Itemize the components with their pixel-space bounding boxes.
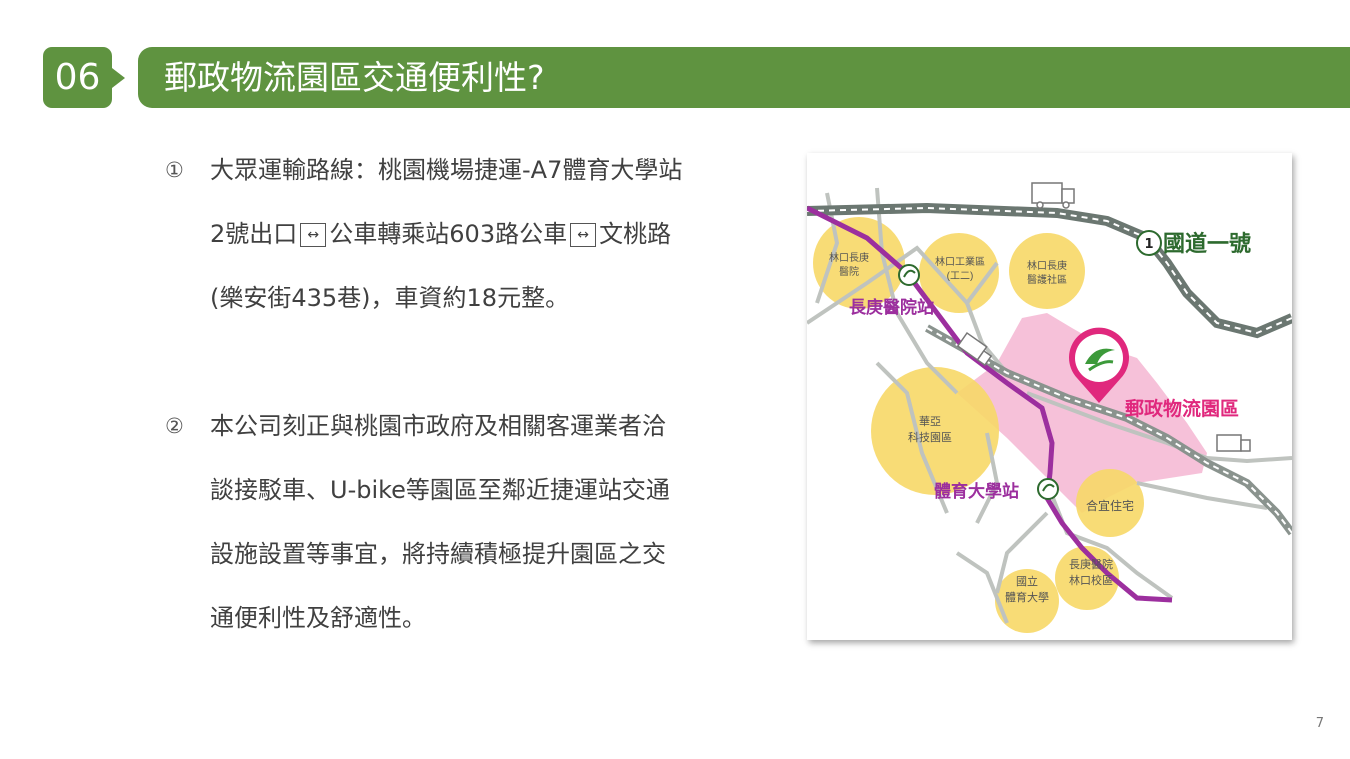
bullet-line: 談接駁車、U-bike等園區至鄰近捷運站交通	[210, 476, 670, 504]
bullet-line: 本公司刻正與桃園市政府及相關客運業者洽	[210, 412, 666, 440]
bullet-marker: ①	[165, 158, 184, 182]
area-label: 醫院	[839, 265, 859, 278]
bullet-item-2: ② 本公司刻正與桃園市政府及相關客運業者洽 談接駁車、U-bike等園區至鄰近捷…	[165, 394, 755, 650]
area-circle	[1076, 469, 1144, 537]
station-label: 體育大學站	[934, 481, 1019, 501]
highway-shield-icon: 1	[1136, 230, 1162, 256]
page-number: 7	[1315, 716, 1324, 731]
metro-line	[807, 205, 1173, 603]
area-label: 林口校區	[1069, 573, 1113, 587]
section-arrow-icon	[112, 68, 125, 88]
area-circle	[995, 569, 1059, 633]
double-arrow-icon: ↔	[570, 223, 597, 247]
truck-icon	[956, 331, 993, 367]
area-label: 長庚醫院	[1069, 557, 1113, 571]
bullet-line: 2號出口↔公車轉乘站603路公車↔文桃路	[210, 220, 672, 248]
area-label: 合宜住宅	[1086, 498, 1134, 513]
area-label: (工二)	[947, 271, 974, 282]
area-circle	[1009, 233, 1085, 309]
location-pin-icon	[1069, 327, 1129, 403]
station-label: 長庚醫院站	[849, 297, 934, 317]
bullet-line: 大眾運輸路線：桃園機場捷運-A7體育大學站	[210, 156, 683, 184]
area-label: 林口工業區	[935, 255, 985, 268]
area-circle	[1055, 546, 1119, 610]
map-svg: 1 國道一號 長庚醫院站 體育大學站 郵政物流園區 林口長庚 醫院 林口工業區 …	[807, 182, 1292, 633]
bullet-marker: ②	[165, 414, 184, 438]
page-title: 郵政物流園區交通便利性?	[164, 58, 545, 97]
minor-roads	[807, 187, 1292, 624]
highway-label: 國道一號	[1163, 231, 1251, 256]
title-bar: 郵政物流園區交通便利性?	[138, 47, 1350, 108]
area-label: 科技園區	[908, 430, 952, 444]
area-label: 醫護社區	[1027, 273, 1067, 286]
bullet-line: (樂安街435巷)，車資約18元整。	[210, 284, 570, 312]
area-label: 林口長庚	[829, 251, 869, 264]
bullet-line: 通便利性及舒適性。	[210, 604, 426, 632]
double-arrow-icon: ↔	[300, 223, 327, 247]
area-label: 林口長庚	[1027, 259, 1067, 272]
park-label: 郵政物流園區	[1125, 397, 1239, 420]
location-map: 1 國道一號 長庚醫院站 體育大學站 郵政物流園區 林口長庚 醫院 林口工業區 …	[807, 153, 1292, 640]
truck-icon	[1031, 182, 1075, 209]
section-number: 06	[43, 47, 112, 108]
truck-icon	[1216, 434, 1251, 452]
area-label: 體育大學	[1005, 590, 1049, 604]
area-label: 國立	[1016, 574, 1038, 588]
area-circle	[919, 233, 999, 313]
area-circle	[871, 367, 999, 495]
bullet-line: 設施設置等事宜，將持續積極提升園區之交	[210, 540, 666, 568]
area-label: 華亞	[919, 415, 941, 428]
bullet-item-1: ① 大眾運輸路線：桃園機場捷運-A7體育大學站 2號出口↔公車轉乘站603路公車…	[165, 138, 755, 330]
station-icon	[898, 264, 920, 286]
station-icon	[1037, 478, 1059, 500]
highway-shield-number: 1	[1144, 237, 1153, 252]
